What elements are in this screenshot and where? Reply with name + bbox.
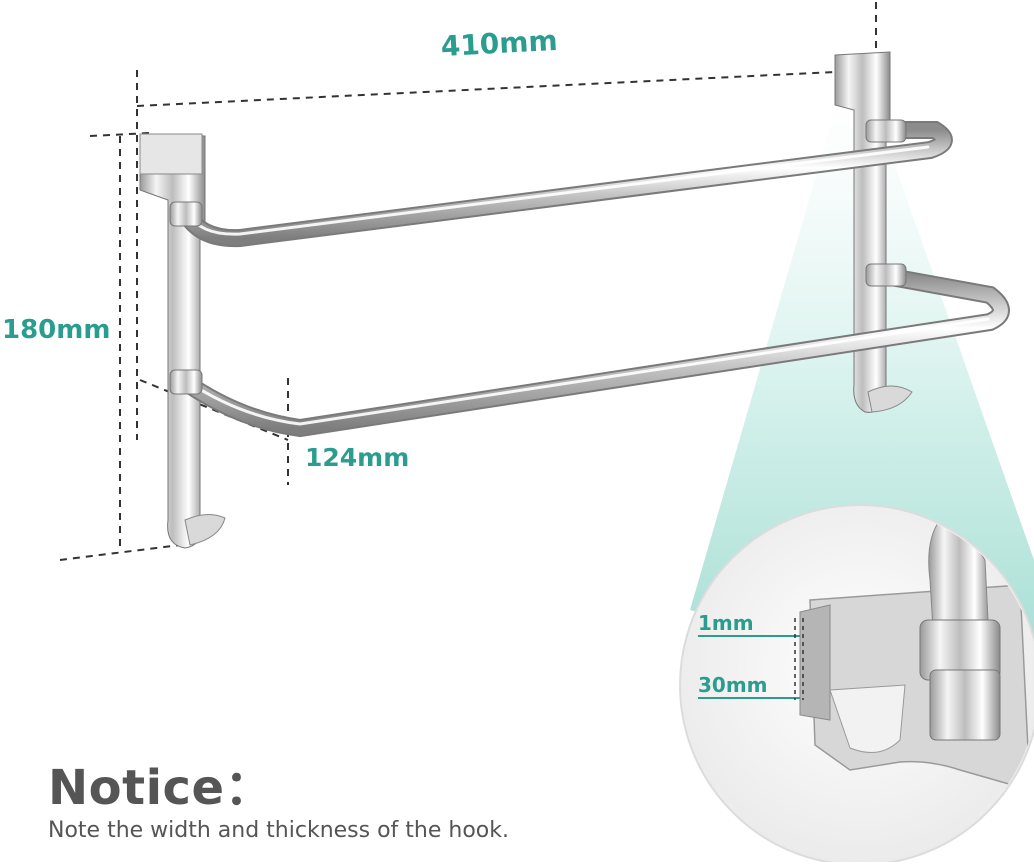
depth-dimension-label: 124mm — [305, 443, 410, 472]
hook-width-label: 30mm — [698, 673, 768, 697]
left-upright — [139, 133, 226, 549]
width-dimension-label: 410mm — [440, 23, 559, 63]
hook-thickness-label: 1mm — [698, 611, 754, 635]
notice-title: Notice： — [48, 760, 274, 816]
notice-text: Note the width and thickness of the hook… — [48, 818, 509, 843]
hook-detail-zoom — [679, 504, 1034, 866]
lower-bar — [176, 266, 1010, 438]
height-dimension-label: 180mm — [2, 315, 111, 345]
bar-connectors — [169, 119, 907, 395]
